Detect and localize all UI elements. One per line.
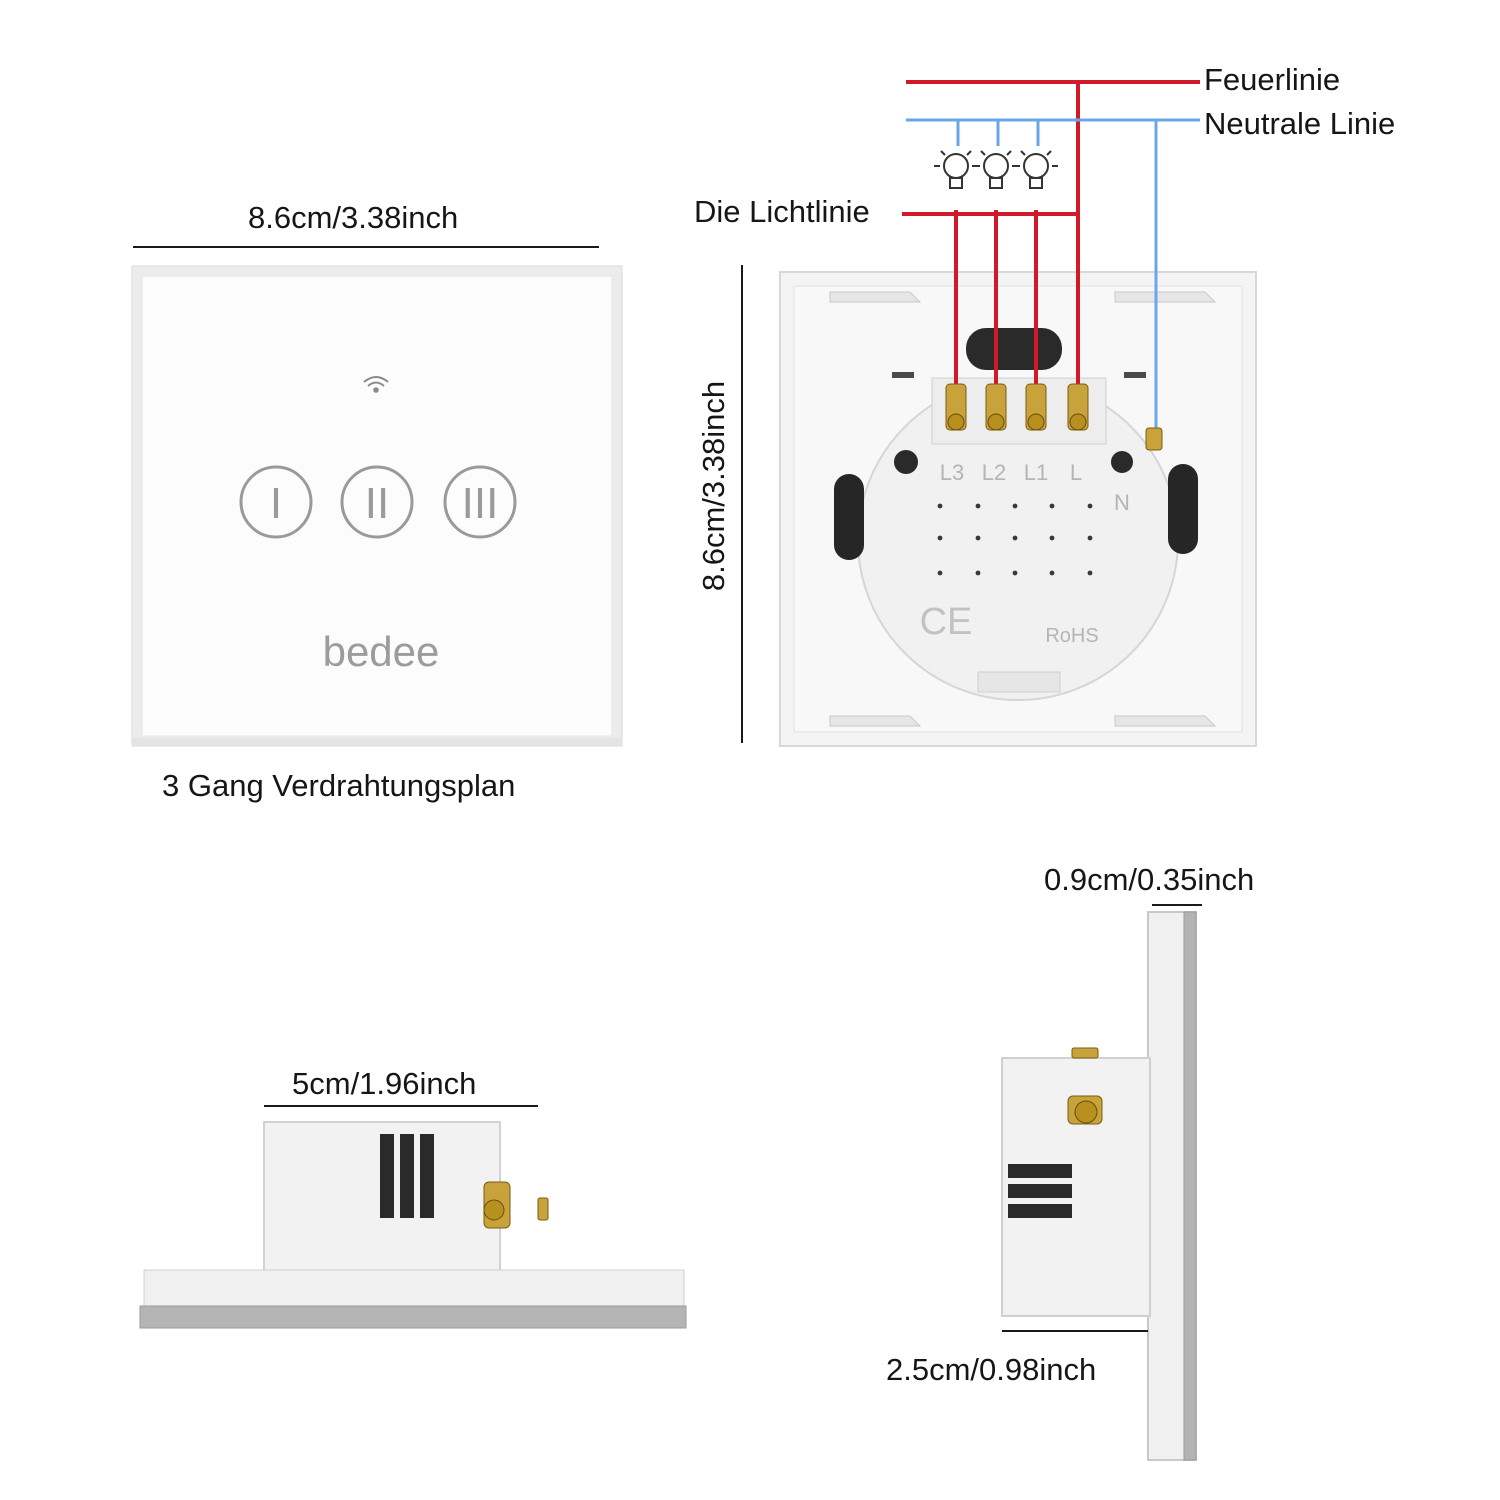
brand-logo: bedee: [323, 628, 440, 675]
touch-button-1-label: I: [270, 479, 282, 528]
terminal-label-l2: L2: [982, 460, 1006, 485]
terminal-label-l3: L3: [940, 460, 964, 485]
front-caption: 3 Gang Verdrahtungsplan: [162, 768, 516, 803]
terminal-label-n: N: [1114, 490, 1130, 515]
bottom-view-switch: [139, 1121, 687, 1329]
bottom-width-label: 5cm/1.96inch: [292, 1066, 477, 1101]
bottom-width-dimension-line: [264, 1105, 538, 1107]
glass-thickness-dimension-line: [1152, 904, 1202, 906]
side-view-switch: [1001, 911, 1197, 1461]
touch-button-3[interactable]: [443, 465, 517, 539]
fire-line-wire: [902, 80, 1200, 410]
terminal-screws: [945, 383, 1163, 451]
neutral-line-wire: [906, 118, 1200, 436]
terminal-label-l1: L1: [1024, 460, 1048, 485]
light-bulb-icon: [1014, 150, 1058, 189]
light-line-label: Die Lichtlinie: [694, 194, 870, 229]
touch-button-3-label: III: [462, 479, 499, 528]
fire-line-label: Feuerlinie: [1204, 62, 1341, 97]
front-switch-panel: I II III bedee: [131, 265, 623, 747]
rohs-mark: RoHS: [1045, 625, 1098, 647]
touch-button-1[interactable]: [239, 465, 313, 539]
wifi-icon: [363, 376, 389, 393]
touch-button-2-label: II: [365, 479, 389, 528]
ce-mark: CE: [920, 601, 973, 643]
depth-dimension-line: [1002, 1330, 1148, 1332]
back-view-wiring-diagram: L3 L2 L1 L N CE RoHS: [779, 80, 1257, 747]
back-height-dimension-line: [741, 265, 743, 743]
glass-thickness-label: 0.9cm/0.35inch: [1044, 862, 1255, 897]
front-width-dimension-line: [133, 246, 599, 248]
neutral-line-label: Neutrale Linie: [1204, 106, 1396, 141]
terminal-label-l: L: [1070, 460, 1082, 485]
back-height-label: 8.6cm/3.38inch: [696, 380, 731, 592]
depth-label: 2.5cm/0.98inch: [886, 1352, 1097, 1387]
front-width-label: 8.6cm/3.38inch: [248, 200, 459, 235]
touch-button-2[interactable]: [340, 465, 414, 539]
light-bulb-icon: [974, 150, 1018, 189]
light-bulb-icon: [934, 150, 978, 189]
